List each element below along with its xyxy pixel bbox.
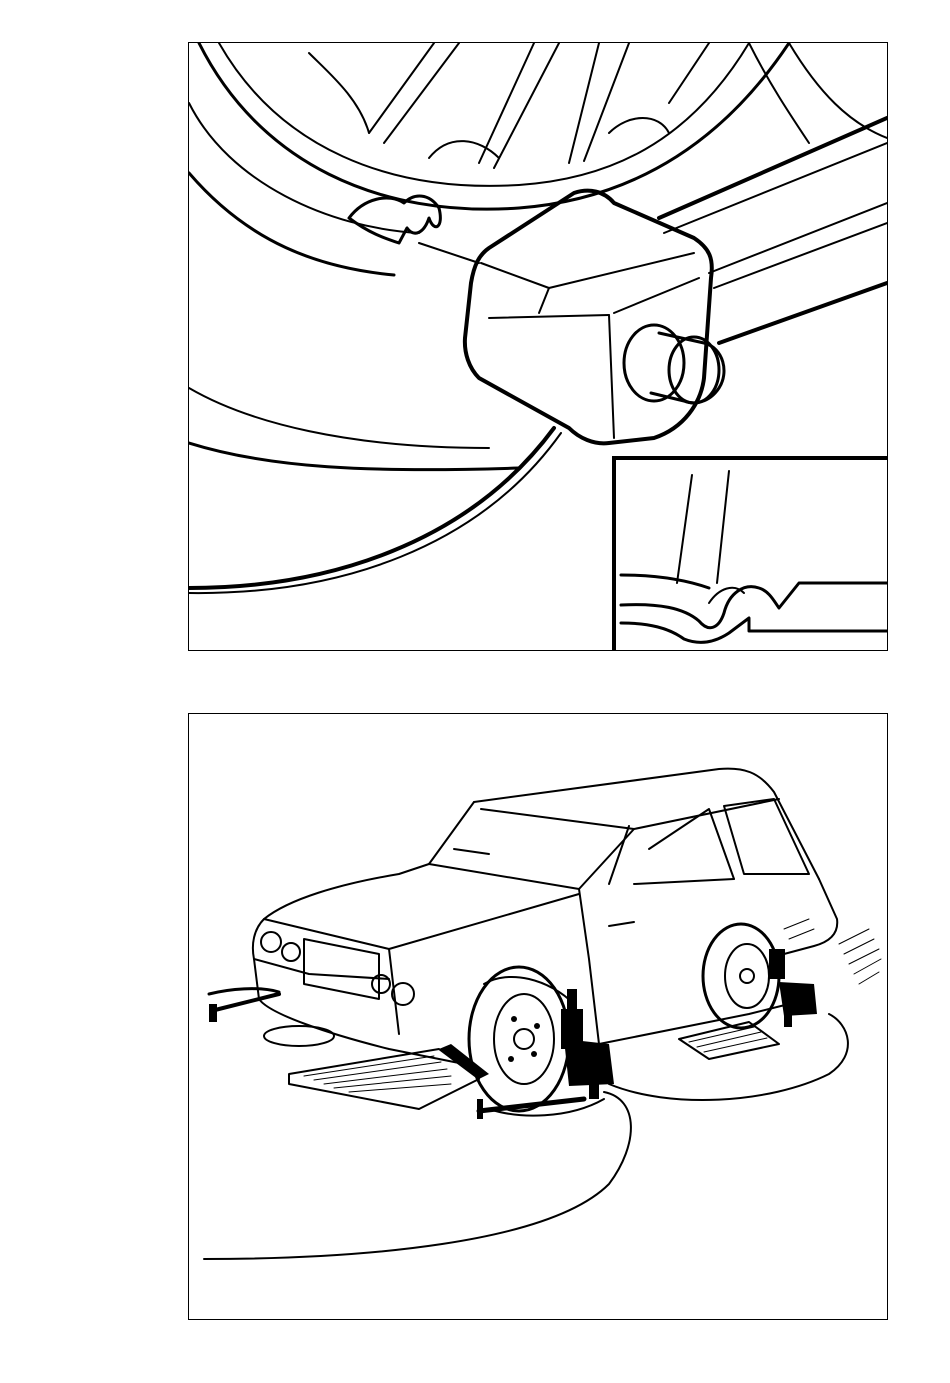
inset-detail	[614, 458, 887, 650]
support-bar	[419, 118, 887, 343]
figure-top-sensor-clamp-detail	[188, 42, 888, 651]
floor-hatching	[784, 919, 881, 984]
estate-car	[253, 769, 837, 1064]
rear-wheel-sensor	[769, 949, 817, 1027]
front-wheel	[469, 967, 574, 1111]
sensor-head	[465, 191, 724, 444]
rim-spokes	[309, 43, 887, 168]
rear-wheel	[703, 924, 779, 1028]
sensor-clamp-illustration	[189, 43, 887, 650]
car-alignment-illustration	[189, 714, 887, 1319]
left-sensor-bar	[209, 989, 334, 1046]
rim-claw	[349, 196, 440, 243]
figure-bottom-car-alignment	[188, 713, 888, 1320]
